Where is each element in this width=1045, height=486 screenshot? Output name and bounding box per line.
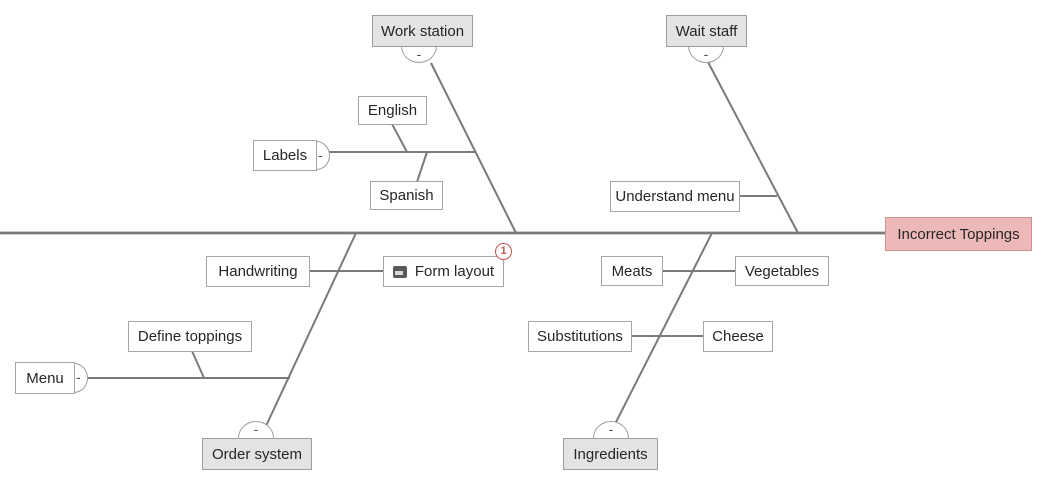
effect-label: Incorrect Toppings: [897, 225, 1020, 243]
category-label: Order system: [211, 445, 302, 463]
cause-label: Handwriting: [218, 263, 298, 280]
cause-box-meats[interactable]: Meats: [601, 256, 663, 286]
cause-label: Meats: [611, 262, 653, 280]
connector-spanish[interactable]: [416, 151, 428, 183]
cause-label: Understand menu: [615, 188, 735, 205]
category-label: Work station: [380, 22, 465, 40]
cause-label: Menu: [26, 369, 64, 387]
minus-icon: -: [416, 46, 422, 62]
cause-box-spanish[interactable]: Spanish: [370, 181, 443, 210]
cause-box-cheese[interactable]: Cheese: [703, 321, 773, 352]
category-box-work-station[interactable]: Work station: [372, 15, 473, 47]
bone-line-order-system[interactable]: [265, 232, 357, 427]
cause-label: English: [367, 102, 418, 119]
badge-count: 1: [500, 245, 507, 257]
category-label: Ingredients: [573, 445, 648, 463]
cause-label: Cheese: [712, 328, 764, 345]
cause-box-substitutions[interactable]: Substitutions: [528, 321, 632, 352]
cause-box-form-layout[interactable]: Form layout: [383, 256, 504, 287]
cause-label: Substitutions: [537, 328, 623, 345]
comment-count-badge[interactable]: 1: [495, 243, 512, 260]
cause-box-understand-menu[interactable]: Understand menu: [610, 181, 740, 212]
minus-icon: -: [703, 46, 709, 62]
cause-box-handwriting[interactable]: Handwriting: [206, 256, 310, 287]
cause-box-labels[interactable]: Labels: [253, 140, 317, 171]
category-box-wait-staff[interactable]: Wait staff: [666, 15, 747, 47]
cause-box-define-toppings[interactable]: Define toppings: [128, 321, 252, 352]
bone-line-wait-staff[interactable]: [707, 61, 799, 234]
cause-box-vegetables[interactable]: Vegetables: [735, 256, 829, 286]
category-box-order-system[interactable]: Order system: [202, 438, 312, 470]
bone-line-work-station[interactable]: [430, 62, 517, 234]
effect-box-incorrect-toppings[interactable]: Incorrect Toppings: [885, 217, 1032, 251]
category-label: Wait staff: [675, 22, 738, 40]
connector-english[interactable]: [391, 123, 408, 153]
minus-icon: -: [608, 421, 614, 437]
minus-icon: -: [253, 421, 259, 437]
minus-icon: -: [318, 146, 323, 163]
cause-label: Define toppings: [137, 328, 243, 345]
minus-icon: -: [76, 369, 81, 385]
cause-box-menu[interactable]: Menu: [15, 362, 75, 394]
bone-line-ingredients[interactable]: [613, 232, 713, 427]
note-icon[interactable]: [392, 265, 407, 278]
cause-label: Labels: [262, 147, 308, 164]
cause-label: Form layout: [414, 263, 495, 280]
category-box-ingredients[interactable]: Ingredients: [563, 438, 658, 470]
connector-define-toppings[interactable]: [191, 350, 205, 379]
cause-label: Vegetables: [744, 262, 820, 280]
cause-box-english[interactable]: English: [358, 96, 427, 125]
cause-label: Spanish: [379, 187, 434, 204]
